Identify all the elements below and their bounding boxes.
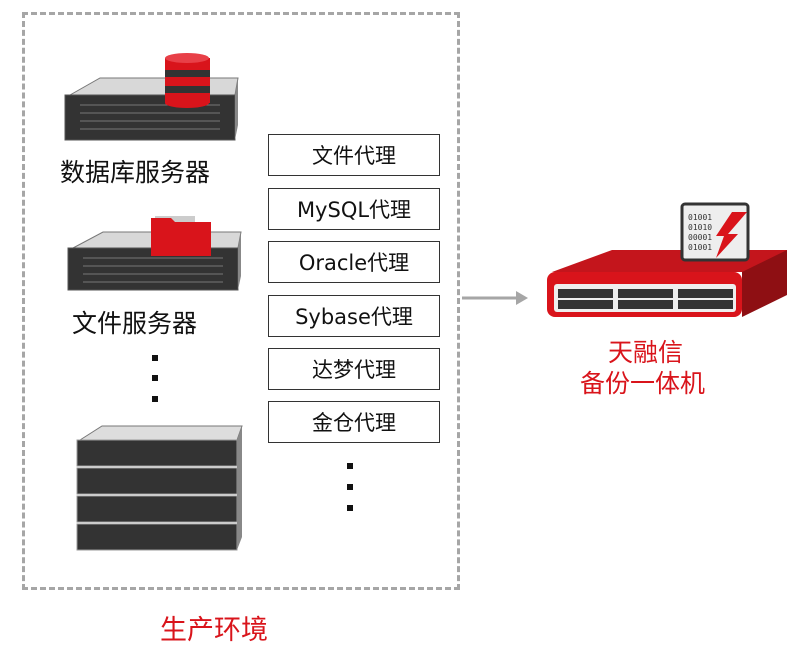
svg-text:01001: 01001 xyxy=(688,243,712,252)
proxy-mysql: MySQL代理 xyxy=(268,188,440,230)
proxy-kingbase: 金仓代理 xyxy=(268,401,440,443)
ellipsis-dot xyxy=(347,484,353,490)
ellipsis-dot xyxy=(152,375,158,381)
ellipsis-dot xyxy=(152,396,158,402)
svg-text:01010: 01010 xyxy=(688,223,712,232)
database-server-label: 数据库服务器 xyxy=(60,158,211,187)
folder-icon xyxy=(151,216,211,256)
database-server-icon xyxy=(64,53,239,141)
arrow-right-icon xyxy=(462,291,528,305)
appliance-label-vendor: 天融信 xyxy=(608,338,684,367)
proxy-oracle: Oracle代理 xyxy=(268,241,440,283)
ellipsis-dot xyxy=(152,355,158,361)
file-server-icon xyxy=(67,216,242,291)
proxy-dameng: 达梦代理 xyxy=(268,348,440,390)
file-server-label: 文件服务器 xyxy=(72,309,198,338)
ellipsis-dot xyxy=(347,463,353,469)
backup-appliance-icon: 01001 01010 00001 01001 xyxy=(547,202,787,317)
proxy-sybase: Sybase代理 xyxy=(268,295,440,337)
production-environment-zone xyxy=(22,12,460,590)
ellipsis-dot xyxy=(347,505,353,511)
server-stack-icon xyxy=(76,425,243,551)
binary-document-icon: 01001 01010 00001 01001 xyxy=(680,202,750,262)
svg-text:00001: 00001 xyxy=(688,233,712,242)
database-icon xyxy=(165,53,210,108)
svg-text:01001: 01001 xyxy=(688,213,712,222)
proxy-file: 文件代理 xyxy=(268,134,440,176)
appliance-label-product: 备份一体机 xyxy=(580,369,706,398)
production-environment-label: 生产环境 xyxy=(160,615,268,646)
